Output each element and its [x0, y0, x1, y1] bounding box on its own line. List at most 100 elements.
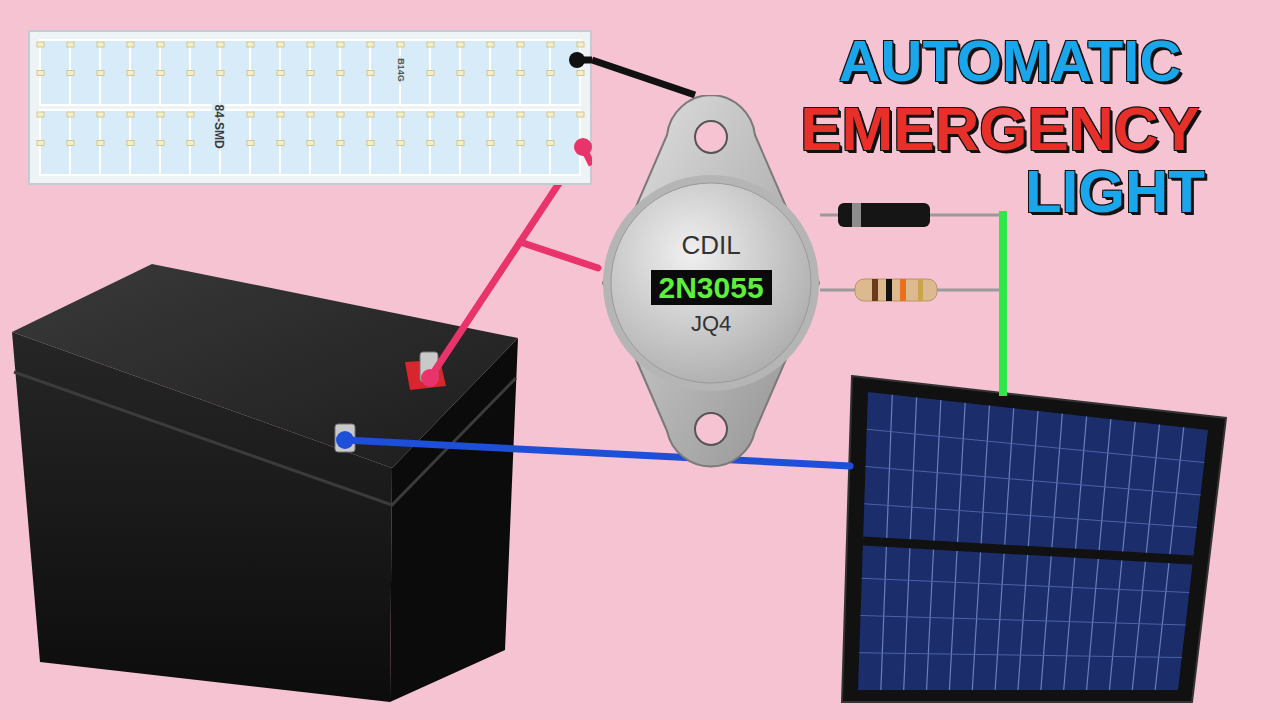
strip-cell — [490, 110, 520, 175]
resistor-band — [918, 279, 923, 301]
smd-led — [247, 112, 254, 117]
strip-cell — [250, 40, 280, 105]
smd-led — [547, 141, 554, 146]
smd-led — [427, 42, 434, 47]
panel-grid-line — [863, 541, 1193, 560]
strip-cell — [160, 40, 190, 105]
smd-led — [397, 112, 404, 117]
strip-cell — [550, 40, 580, 105]
strip-board — [29, 31, 591, 184]
smd-led — [187, 42, 194, 47]
strip-cell — [460, 110, 490, 175]
green-wire — [999, 211, 1007, 396]
resistor-body — [855, 279, 937, 301]
smd-led — [127, 71, 134, 76]
smd-led — [217, 42, 224, 47]
strip-cell — [460, 40, 490, 105]
smd-led — [127, 112, 134, 117]
smd-led — [307, 141, 314, 146]
strip-cell — [430, 110, 460, 175]
smd-led — [97, 71, 104, 76]
smd-led — [277, 141, 284, 146]
smd-led — [337, 42, 344, 47]
smd-led — [487, 42, 494, 47]
blue-wire — [345, 440, 850, 466]
wire-dot — [569, 52, 585, 68]
strip-cell — [520, 40, 550, 105]
resistor-band — [872, 279, 878, 301]
mounting-hole — [695, 413, 727, 445]
diode-body — [838, 203, 930, 227]
panel-grid — [859, 395, 1204, 690]
smd-led — [307, 42, 314, 47]
strip-cell — [520, 110, 550, 175]
panel-frame — [842, 376, 1226, 702]
smd-led — [247, 141, 254, 146]
strip-cell — [430, 40, 460, 105]
battery-lid-seam — [14, 372, 516, 505]
smd-led — [487, 112, 494, 117]
title-line: EMERGENCY — [800, 98, 1200, 160]
smd-led — [157, 71, 164, 76]
transistor-flange — [603, 95, 819, 467]
part-number: 2N3055 — [651, 270, 772, 305]
led-strip-shape — [28, 30, 592, 185]
part-code: JQ4 — [689, 312, 733, 336]
smd-led — [427, 141, 434, 146]
strip-cell — [250, 110, 280, 175]
smd-led — [127, 42, 134, 47]
smd-led — [157, 112, 164, 117]
smd-led — [577, 71, 584, 76]
wire-connector — [592, 60, 695, 95]
strip-cell — [190, 40, 220, 105]
diode-band — [852, 203, 861, 227]
transistor-body: CDIL 2N3055JQ4 — [595, 95, 827, 470]
resistor-band — [886, 279, 892, 301]
panel-grid-line — [859, 653, 1182, 658]
smd-led — [67, 42, 74, 47]
smd-led — [397, 42, 404, 47]
strip-cell — [220, 40, 250, 105]
wire-dot — [421, 369, 439, 387]
strip-cell — [70, 40, 100, 105]
smd-led — [97, 112, 104, 117]
smd-led — [67, 141, 74, 146]
title-line: LIGHT — [1025, 162, 1205, 222]
red-wire-branch — [520, 242, 598, 268]
strip-cell — [70, 110, 100, 175]
panel-grid-line — [861, 616, 1186, 626]
resistor-symbol — [820, 279, 1000, 301]
smd-led — [547, 112, 554, 117]
smd-led — [337, 141, 344, 146]
led-strip: 84-SMDB14G — [28, 30, 592, 185]
smd-led — [157, 42, 164, 47]
panel-grid-line — [867, 429, 1205, 462]
part-maker: CDIL — [680, 231, 743, 260]
smd-led — [37, 42, 44, 47]
smd-led — [37, 112, 44, 117]
strip-cell — [370, 110, 400, 175]
smd-led — [577, 112, 584, 117]
smd-led — [517, 71, 524, 76]
smd-led — [457, 141, 464, 146]
smd-led — [247, 71, 254, 76]
resistor-band — [900, 279, 906, 301]
smd-led — [277, 42, 284, 47]
smd-led — [337, 71, 344, 76]
smd-led — [67, 71, 74, 76]
smd-led — [307, 71, 314, 76]
smd-led — [337, 112, 344, 117]
smd-led — [157, 141, 164, 146]
smd-led — [517, 141, 524, 146]
diode-symbol — [820, 203, 1000, 227]
smd-led — [37, 141, 44, 146]
transistor-rim — [603, 175, 819, 391]
panel-grid-line — [866, 467, 1201, 496]
strip-cell — [160, 110, 190, 175]
smd-led — [127, 141, 134, 146]
strip-cell — [340, 40, 370, 105]
strip-cell — [400, 110, 430, 175]
strip-marking: 84-SMD — [211, 102, 224, 150]
strip-cell — [310, 40, 340, 105]
smd-led — [547, 71, 554, 76]
